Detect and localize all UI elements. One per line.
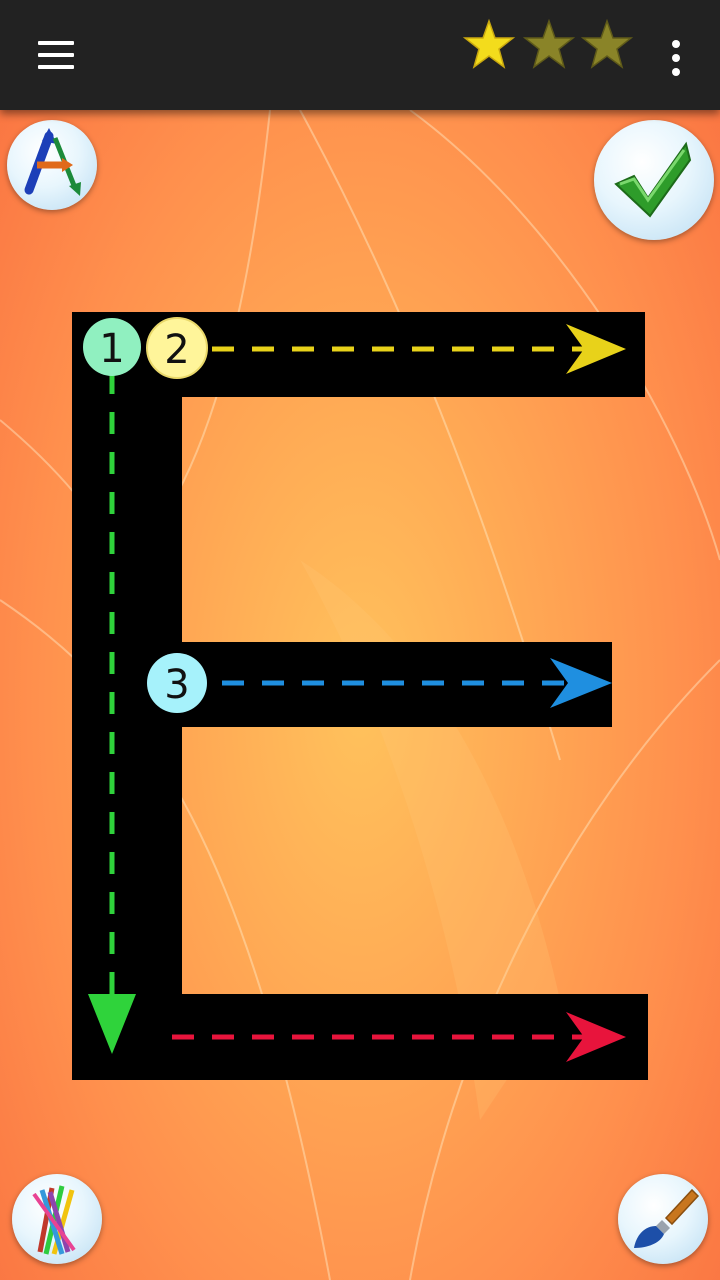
letter-mode-button[interactable] — [7, 120, 97, 210]
stroke-3-arrow-icon — [550, 658, 612, 708]
stroke-3-number: 3 — [164, 662, 189, 708]
green-checkmark-icon — [614, 141, 692, 218]
letter-a-arrows-icon — [24, 128, 81, 196]
star-icon-empty — [522, 18, 576, 69]
stroke-1-badge[interactable]: 1 — [83, 318, 141, 376]
stroke-3-badge[interactable]: 3 — [147, 653, 207, 713]
brush-button[interactable] — [618, 1174, 708, 1264]
stroke-1-arrow-icon — [88, 994, 136, 1054]
star-rating — [462, 18, 638, 74]
top-app-bar — [0, 0, 720, 110]
star-icon-filled — [462, 18, 516, 69]
stroke-2-number: 2 — [164, 327, 189, 373]
pencils-button[interactable] — [12, 1174, 102, 1264]
letter-e-shape — [72, 312, 648, 1080]
paintbrush-icon — [634, 1188, 700, 1248]
stroke-2-badge[interactable]: 2 — [146, 317, 208, 379]
stroke-4-arrow-icon — [566, 1012, 626, 1062]
more-vertical-icon[interactable] — [656, 30, 696, 86]
stroke-2-arrow-icon — [566, 324, 626, 374]
hamburger-menu-icon[interactable] — [24, 30, 88, 80]
stroke-1-number: 1 — [99, 326, 124, 372]
star-icon-empty — [580, 18, 634, 69]
colored-pencils-icon — [32, 1185, 76, 1255]
check-button[interactable] — [594, 120, 714, 240]
